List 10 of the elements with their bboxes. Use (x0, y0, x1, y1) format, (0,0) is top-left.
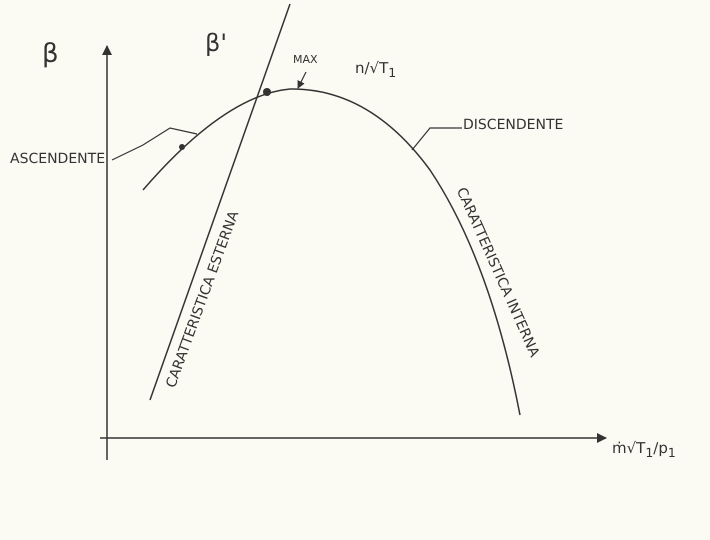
callout-text: MAX (293, 54, 318, 66)
leader-line (412, 127, 462, 150)
leader-line (297, 72, 307, 89)
callout-text: DISCENDENTE (463, 118, 564, 134)
axis-label: ṁ√T$_{1}$/p$_{1}$ (612, 440, 676, 460)
line-label: β' (205, 30, 227, 56)
callout-text: ASCENDENTE (10, 152, 106, 168)
curve-label: n/√T$_{1}$ (355, 60, 396, 80)
axis-label: β (42, 40, 59, 69)
leader-line (112, 127, 198, 161)
